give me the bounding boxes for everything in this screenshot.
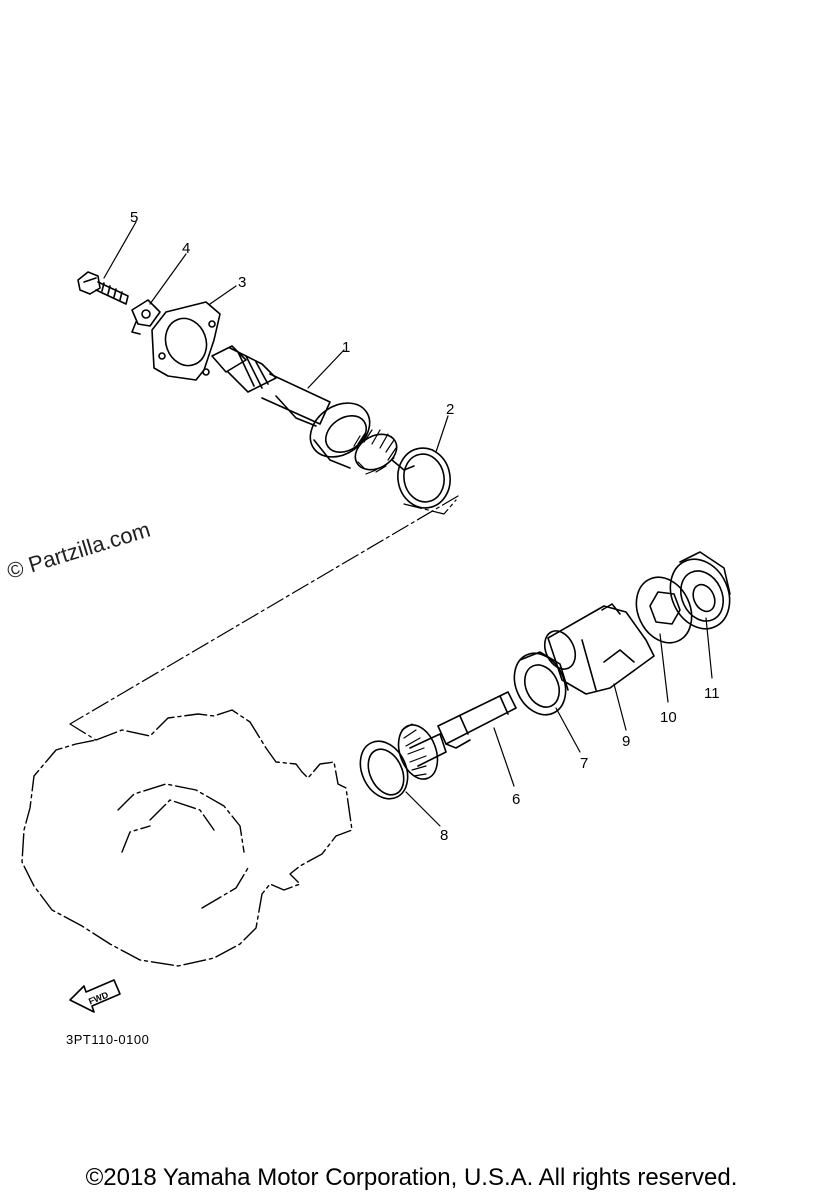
part-5-bolt: [77, 271, 129, 305]
part-6-shaft: [409, 691, 517, 767]
callout-4: 4: [182, 240, 190, 257]
part-2-shim: [397, 447, 451, 509]
part-10-nut: [635, 576, 693, 644]
copyright-text: ©2018 Yamaha Motor Corporation, U.S.A. A…: [85, 1164, 738, 1191]
drawing-code: 3PT110-0100: [66, 1032, 150, 1047]
callout-1: 1: [342, 339, 350, 356]
callout-2: 2: [446, 401, 454, 418]
callout-11: 11: [704, 685, 720, 702]
leader-lines-upper: [103, 221, 449, 453]
part-4-lock-washer: [131, 299, 161, 335]
callout-7: 7: [580, 755, 588, 772]
part-1-shaft: [211, 345, 415, 475]
callout-6: 6: [512, 791, 520, 808]
callout-3: 3: [238, 274, 246, 291]
callout-10: 10: [660, 709, 677, 726]
connector-lines: [69, 495, 459, 741]
callout-9: 9: [622, 733, 630, 750]
part-7-bearing: [513, 651, 569, 716]
leader-lines-lower: [405, 617, 713, 827]
part-6-gear: [397, 723, 439, 780]
fwd-arrow-icon: FWD: [69, 979, 121, 1013]
part-8-shim: [359, 740, 409, 800]
callout-5: 5: [130, 209, 138, 226]
part-11-bearing: [669, 551, 731, 630]
crankcase-outline: [21, 709, 353, 967]
callout-numbers: 1 2 3 4 5 6 7 8 9 10 11: [130, 209, 720, 844]
part-9-sleeve: [543, 603, 655, 695]
part-3-plate: [151, 301, 221, 381]
callout-8: 8: [440, 827, 448, 844]
